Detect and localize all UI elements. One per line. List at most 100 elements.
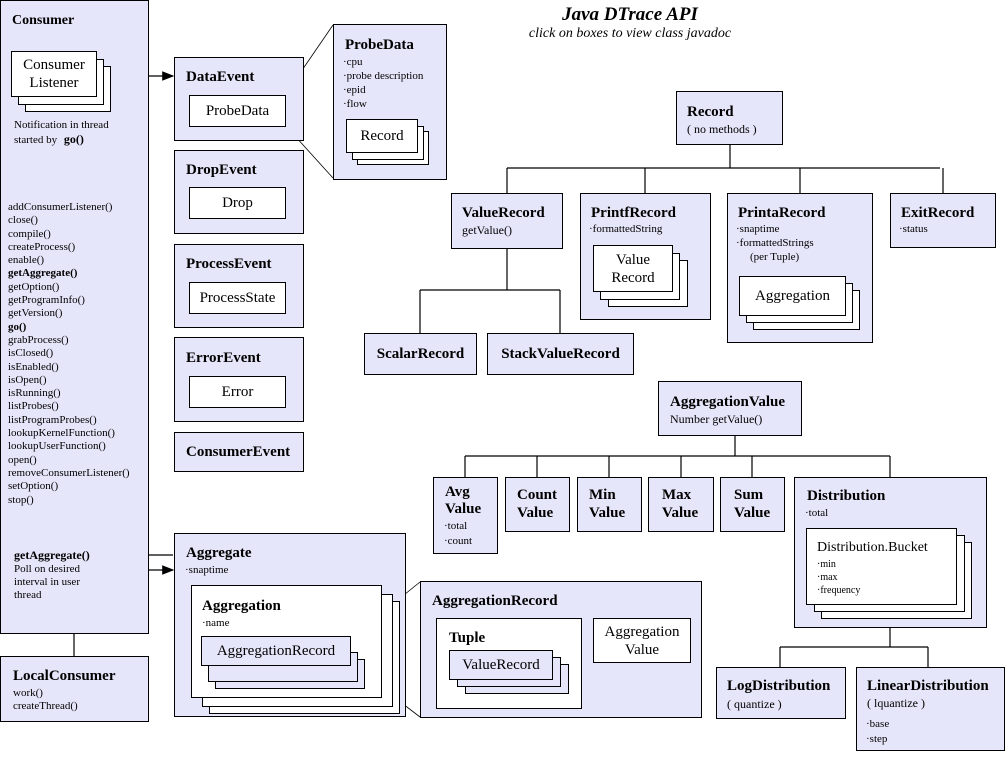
poll-line2: interval in user [14,576,80,588]
printa-record-note: (per Tuple) [750,251,800,263]
consumer-method-item: getOption() [8,280,60,293]
record-ref-box[interactable]: Record [346,119,418,153]
avg-value-field: ·total [444,520,468,532]
drop-ref-box[interactable]: Drop [189,187,286,219]
consumer-method-item: close() [8,214,38,227]
data-event-title: DataEvent [186,69,255,85]
consumer-method-item: getVersion() [8,307,63,320]
aggregation-box[interactable]: Aggregation ·name AggregationRecord [191,585,382,698]
drop-event-title: DropEvent [186,162,257,178]
exit-record-class-box[interactable]: ExitRecord ·status [890,193,996,248]
probe-data-class-box[interactable]: ProbeData ·cpu ·probe description ·epid … [333,24,447,180]
probe-data-field: ·probe description [343,70,424,82]
page-title: Java DTrace API [562,4,698,25]
aggregation-ref-box[interactable]: Aggregation [739,276,846,316]
tuple-title: Tuple [449,630,486,646]
aggregation-record-title: AggregationRecord [432,593,558,609]
data-event-class-box[interactable]: DataEvent ProbeData [174,57,304,141]
record-subtitle: ( no methods ) [687,122,757,136]
avg-value-field: ·count [444,535,473,547]
aggregate-class-box[interactable]: Aggregate ·snaptime Aggregation ·name Ag… [174,533,406,717]
error-ref-box[interactable]: Error [189,376,286,408]
aggregation-record-class-box[interactable]: AggregationRecord Tuple ValueRecord Aggr… [420,581,702,718]
consumer-method-item: getProgramInfo() [8,294,85,307]
consumer-method-item: listProbes() [8,400,59,413]
consumer-method-item: removeConsumerListener() [8,466,130,479]
consumer-method-item: open() [8,453,37,466]
consumer-method-item: createProcess() [8,240,76,253]
printf-record-title: PrintfRecord [591,205,676,221]
scalar-record-class-box[interactable]: ScalarRecord [364,333,477,375]
record-class-box[interactable]: Record ( no methods ) [676,91,783,145]
page-subtitle: click on boxes to view class javadoc [528,26,732,41]
linear-distribution-class-box[interactable]: LinearDistribution ( lquantize ) ·base ·… [856,667,1005,751]
consumer-method-item: listProgramProbes() [8,413,97,426]
consumer-method-item: setOption() [8,480,59,493]
aggregate-title: Aggregate [186,545,252,561]
exit-record-title: ExitRecord [901,205,975,221]
stack-value-record-class-box[interactable]: StackValueRecord [487,333,634,375]
printa-record-class-box[interactable]: PrintaRecord ·snaptime ·formattedStrings… [727,193,873,343]
local-consumer-class-box[interactable]: LocalConsumer work() createThread() [0,656,149,722]
consumer-method-item: addConsumerListener() [8,201,113,213]
error-event-title: ErrorEvent [186,350,261,366]
probe-data-field: ·flow [343,98,367,110]
process-event-class-box[interactable]: ProcessEvent ProcessState [174,244,304,328]
distribution-class-box[interactable]: Distribution ·total Distribution.Bucket … [794,477,987,628]
notification-line2: started by go() [14,132,84,147]
aggregation-value-method: Number getValue() [670,412,763,426]
error-event-class-box[interactable]: ErrorEvent Error [174,337,304,422]
local-consumer-method: createThread() [13,700,78,712]
consumer-method-item: grabProcess() [8,333,69,346]
local-consumer-title: LocalConsumer [13,668,116,684]
log-distribution-class-box[interactable]: LogDistribution ( quantize ) [716,667,846,719]
aggregation-value-title: AggregationValue [670,394,786,410]
value-record-class-box[interactable]: ValueRecord getValue() [451,193,563,249]
consumer-event-title: ConsumerEvent [186,444,291,460]
record-title: Record [687,104,734,120]
value-record-title: ValueRecord [462,205,545,221]
distribution-field: ·total [805,507,829,519]
poll-method: getAggregate() [14,548,90,562]
probe-data-ref-box[interactable]: ProbeData [189,95,286,127]
tuple-box[interactable]: Tuple ValueRecord [436,618,582,709]
value-record-tuple-ref-box[interactable]: ValueRecord [449,650,553,680]
linear-distribution-subtitle: ( lquantize ) [867,696,925,710]
consumer-method-item: compile() [8,227,51,240]
aggregation-record-ref-box[interactable]: AggregationRecord [201,636,351,666]
consumer-method-item: isEnabled() [8,360,59,373]
poll-line3: thread [14,589,42,601]
probe-data-field: ·cpu [343,56,363,68]
poll-line1: Poll on desired [14,563,80,575]
probe-data-field: ·epid [343,84,366,96]
process-state-ref-box[interactable]: ProcessState [189,282,286,314]
consumer-method-item: isRunning() [8,387,61,400]
distribution-title: Distribution [807,488,886,504]
consumer-title: Consumer [12,13,75,28]
probe-data-title: ProbeData [345,37,414,53]
consumer-method-item: isClosed() [8,347,54,360]
notification-line1: Notification in thread [14,119,109,131]
aggregation-value-class-box[interactable]: AggregationValue Number getValue() [658,381,802,436]
printa-record-field: ·snaptime [736,223,780,235]
consumer-method-item: lookupKernelFunction() [8,427,115,440]
value-record-method: getValue() [462,223,512,237]
local-consumer-method: work() [13,687,43,699]
consumer-event-class-box[interactable]: ConsumerEvent [174,432,304,472]
drop-event-class-box[interactable]: DropEvent Drop [174,150,304,234]
distribution-bucket-box[interactable]: Distribution.Bucket ·min ·max ·frequency [806,528,957,605]
log-distribution-title: LogDistribution [727,678,831,694]
aggregation-title: Aggregation [202,598,281,614]
exit-record-field: ·status [899,223,928,235]
consumer-method-item: stop() [8,493,34,506]
aggregate-field: ·snaptime [185,564,229,576]
